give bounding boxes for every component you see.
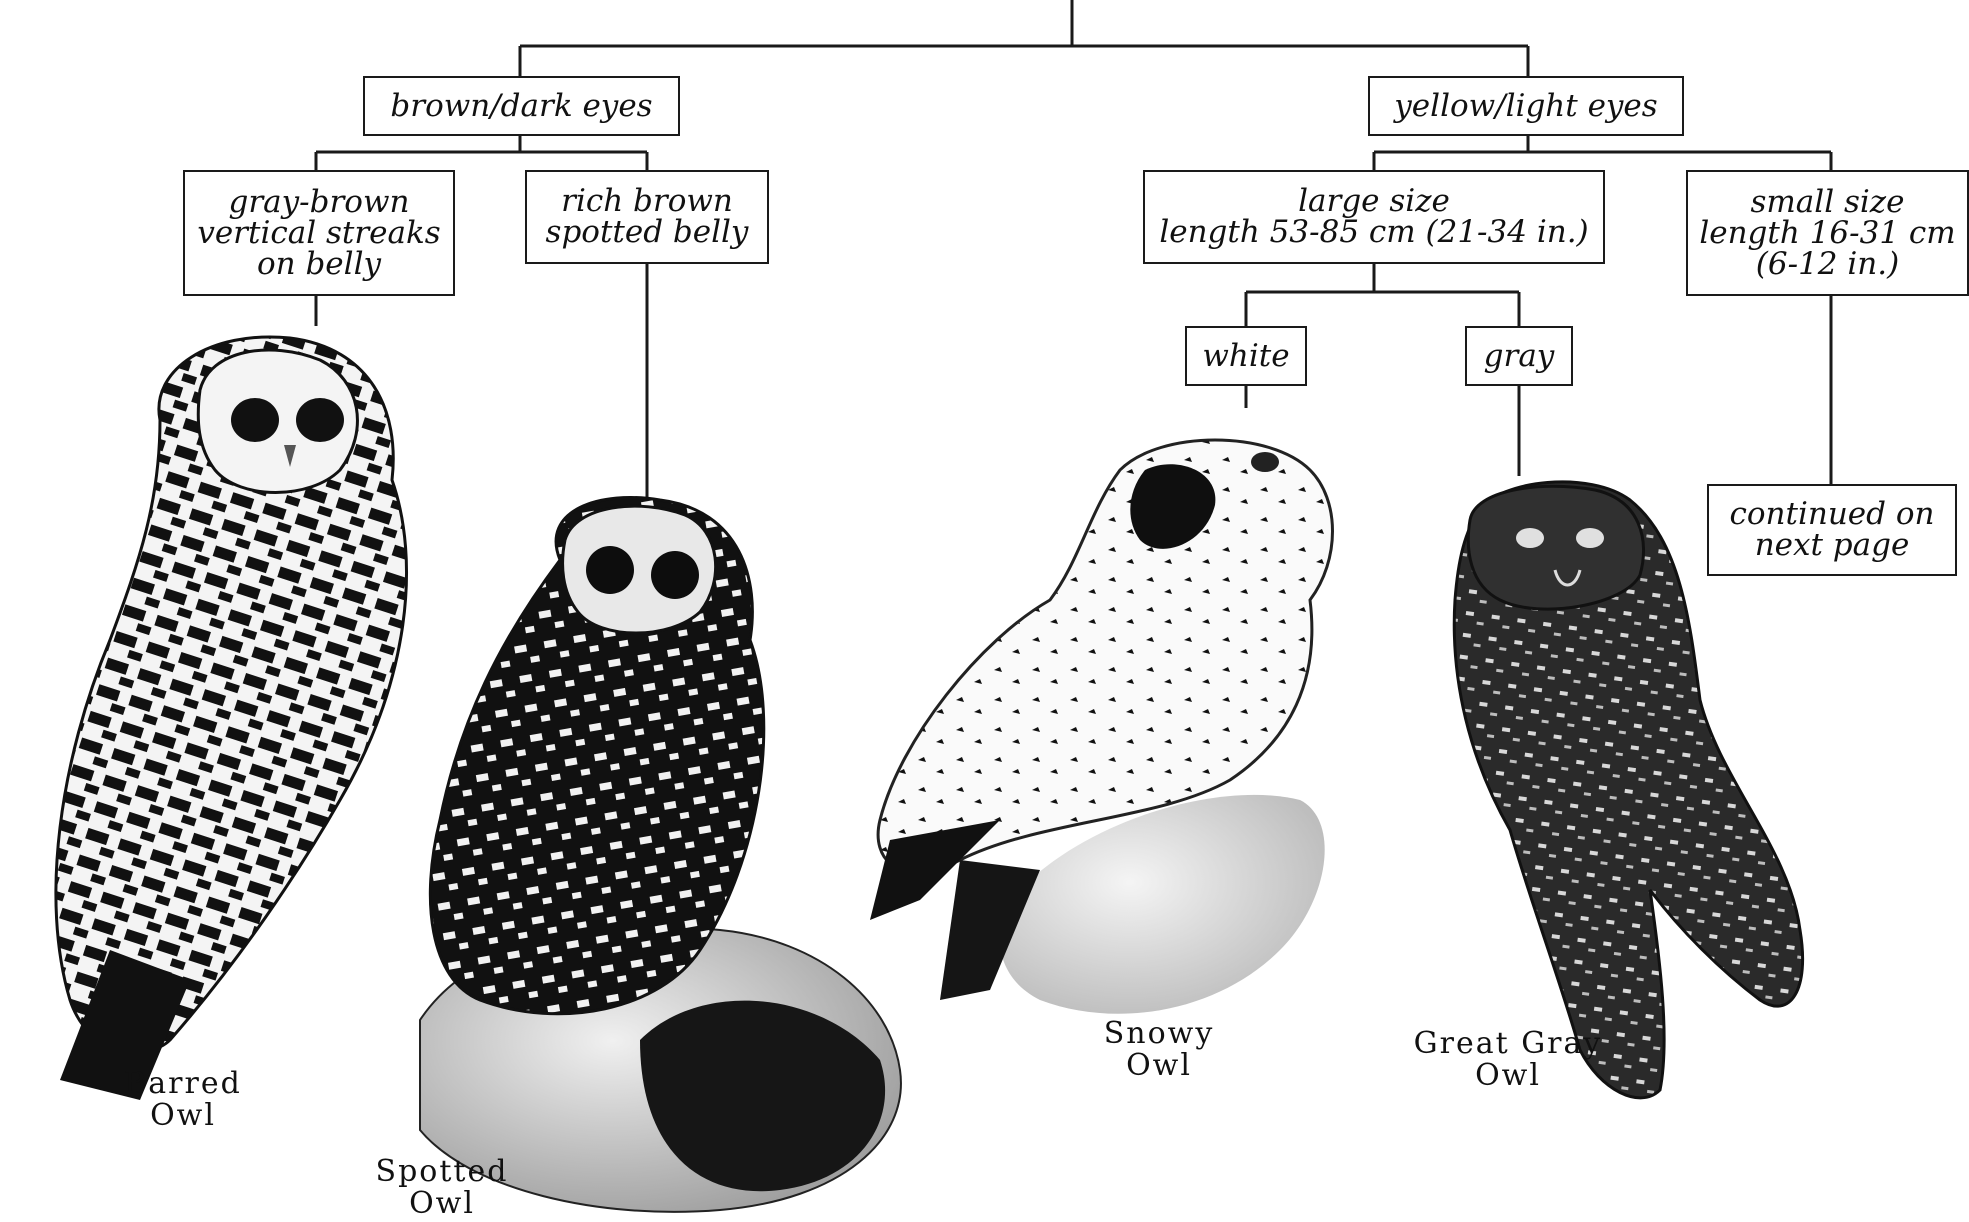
gray-brown-streaks-box: gray-brown vertical streaks on belly — [183, 170, 455, 296]
great-gray-owl-facial-disc — [1466, 484, 1646, 611]
small-size-line-3: (6-12 in.) — [1755, 245, 1900, 282]
barred-owl-name: Barred Owl — [53, 1068, 313, 1132]
barred-owl-name-line-2: Owl — [150, 1098, 216, 1133]
great-gray-owl-body — [1452, 480, 1805, 1100]
white-box: white — [1185, 326, 1307, 386]
spotted-owl-name-line-2: Owl — [409, 1186, 475, 1221]
rich-brown-line-1: rich brown — [561, 183, 733, 219]
gray-label: gray — [1483, 337, 1555, 374]
spotted-owl-facial-disc — [561, 504, 718, 635]
spotted-owl-illustration — [419, 496, 902, 1213]
spotted-owl-body — [428, 496, 766, 1016]
continued-line-1: continued on — [1729, 496, 1935, 532]
large-size-line-1: large size — [1298, 183, 1450, 219]
gray-brown-line-2: vertical streaks — [197, 214, 441, 251]
great-gray-owl-name-line-2: Owl — [1475, 1058, 1541, 1093]
rich-brown-spotted-box: rich brown spotted belly — [525, 170, 769, 264]
white-label: white — [1202, 337, 1290, 374]
spotted-owl-name: Spotted Owl — [312, 1156, 572, 1220]
barred-owl-body — [54, 335, 408, 1054]
large-size-box: large size length 53-85 cm (21-34 in.) — [1143, 170, 1605, 264]
continued-box: continued on next page — [1707, 484, 1957, 576]
brown-dark-eyes-label: brown/dark eyes — [390, 87, 653, 124]
small-size-line-1: small size — [1750, 183, 1905, 220]
continued-line-2: next page — [1754, 527, 1910, 563]
great-gray-owl-name-line-1: Great Gray — [1413, 1026, 1603, 1061]
great-gray-owl-name: Great Gray Owl — [1378, 1028, 1638, 1092]
yellow-light-eyes-label: yellow/light eyes — [1394, 87, 1658, 124]
large-size-line-2: length 53-85 cm (21-34 in.) — [1159, 214, 1589, 250]
yellow-light-eyes-box: yellow/light eyes — [1368, 76, 1684, 136]
barred-owl-illustration — [54, 335, 408, 1100]
great-gray-owl-illustration — [1452, 480, 1805, 1100]
snowy-owl-name-line-1: Snowy — [1103, 1016, 1215, 1051]
snowy-owl-illustration — [870, 438, 1334, 1014]
snowy-owl-rock — [1000, 794, 1325, 1014]
snowy-owl-name-line-2: Owl — [1126, 1048, 1192, 1083]
snowy-owl-body — [876, 438, 1334, 874]
gray-brown-line-1: gray-brown — [228, 183, 410, 220]
rich-brown-line-2: spotted belly — [545, 214, 749, 250]
small-size-line-2: length 16-31 cm — [1699, 214, 1956, 251]
snowy-owl-name: Snowy Owl — [1029, 1018, 1289, 1082]
small-size-box: small size length 16-31 cm (6-12 in.) — [1686, 170, 1969, 296]
gray-box: gray — [1465, 326, 1573, 386]
brown-dark-eyes-box: brown/dark eyes — [363, 76, 680, 136]
barred-owl-name-line-1: Barred — [124, 1066, 242, 1101]
gray-brown-line-3: on belly — [256, 245, 381, 282]
spotted-owl-name-line-1: Spotted — [375, 1154, 509, 1189]
